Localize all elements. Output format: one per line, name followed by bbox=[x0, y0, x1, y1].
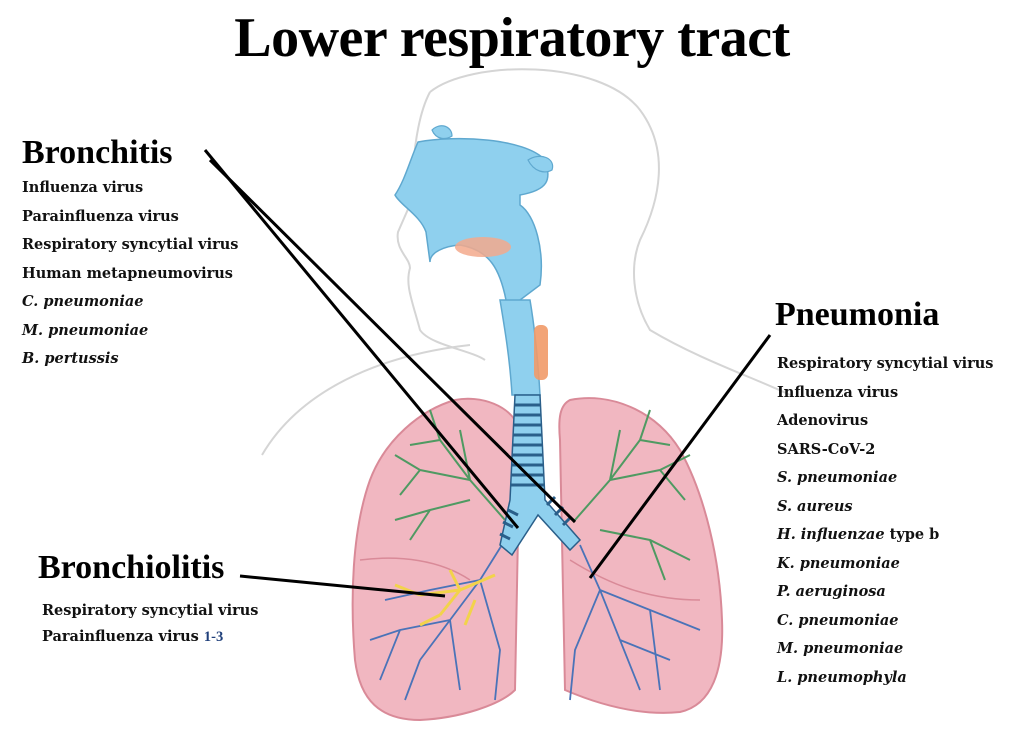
list-item-text: Parainfluenza virus bbox=[42, 628, 199, 645]
bronchiolitis-heading: Bronchiolitis bbox=[38, 549, 225, 586]
list-item-suffix: type b bbox=[889, 526, 940, 543]
bronchiolitis-pointer-line bbox=[239, 574, 446, 598]
right-lung bbox=[558, 397, 724, 714]
nasopharynx-upper bbox=[431, 125, 453, 140]
list-item: M. pneumoniae bbox=[22, 321, 149, 339]
list-item: C. pneumoniae bbox=[777, 611, 899, 629]
page-title: Lower respiratory tract bbox=[234, 7, 790, 69]
list-item-text: Respiratory syncytial virus bbox=[42, 602, 259, 619]
list-item: Respiratory syncytial virus bbox=[777, 355, 994, 372]
right-bronchial-tree-blue bbox=[569, 544, 701, 701]
left-bronchial-tree-green bbox=[394, 409, 506, 541]
list-item: K. pneumoniae bbox=[777, 554, 900, 572]
list-item: Human metapneumovirus bbox=[22, 264, 233, 282]
list-item: Parainfluenza virus 1-3 bbox=[42, 624, 258, 650]
bronchitis-list: Influenza virus Parainfluenza virus Resp… bbox=[22, 174, 238, 374]
list-item: B. pertussis bbox=[22, 350, 119, 367]
list-item-text: H. influenzae bbox=[777, 526, 885, 543]
list-item: SARS-CoV-2 bbox=[777, 440, 876, 458]
larynx-shade bbox=[534, 325, 548, 380]
bronchitis-pointer-line-1 bbox=[203, 149, 520, 529]
list-item: Respiratory syncytial virus bbox=[42, 598, 258, 624]
list-item: Influenza virus bbox=[22, 179, 144, 196]
list-item: Respiratory syncytial virus bbox=[22, 236, 239, 253]
shoulder-left-outline bbox=[261, 344, 471, 456]
bronchitis-heading: Bronchitis bbox=[22, 134, 173, 171]
list-item: S. pneumoniae bbox=[777, 469, 898, 486]
list-item: S. aureus bbox=[777, 497, 853, 515]
head-outline bbox=[429, 68, 791, 396]
pneumonia-pointer-line bbox=[588, 334, 772, 579]
list-item: C. pneumoniae bbox=[22, 293, 144, 310]
list-item: H. influenzae type b bbox=[777, 521, 993, 550]
pneumonia-heading: Pneumonia bbox=[775, 296, 940, 333]
pneumonia-list: Respiratory syncytial virus Influenza vi… bbox=[777, 350, 993, 692]
left-lung bbox=[351, 397, 522, 722]
list-item: L. pneumophyla bbox=[777, 668, 907, 686]
bronchitis-pointer-line-2 bbox=[208, 158, 577, 524]
bronchiolitis-list: Respiratory syncytial virus Parainfluenz… bbox=[42, 598, 258, 650]
left-bronchial-tree-blue bbox=[369, 539, 506, 701]
list-item: M. pneumoniae bbox=[777, 640, 904, 657]
left-lung-fissure bbox=[359, 557, 471, 581]
right-lung-fissure bbox=[569, 559, 701, 601]
tonsil-shade bbox=[455, 237, 511, 257]
list-item: Adenovirus bbox=[777, 412, 869, 429]
list-item: Parainfluenza virus bbox=[22, 207, 179, 225]
list-item: P. aeruginosa bbox=[777, 583, 886, 600]
list-item: Influenza virus bbox=[777, 383, 899, 401]
list-item-suffix: 1-3 bbox=[203, 629, 224, 645]
epiglottis bbox=[527, 155, 554, 173]
left-bronchiole-yellow bbox=[394, 569, 496, 627]
